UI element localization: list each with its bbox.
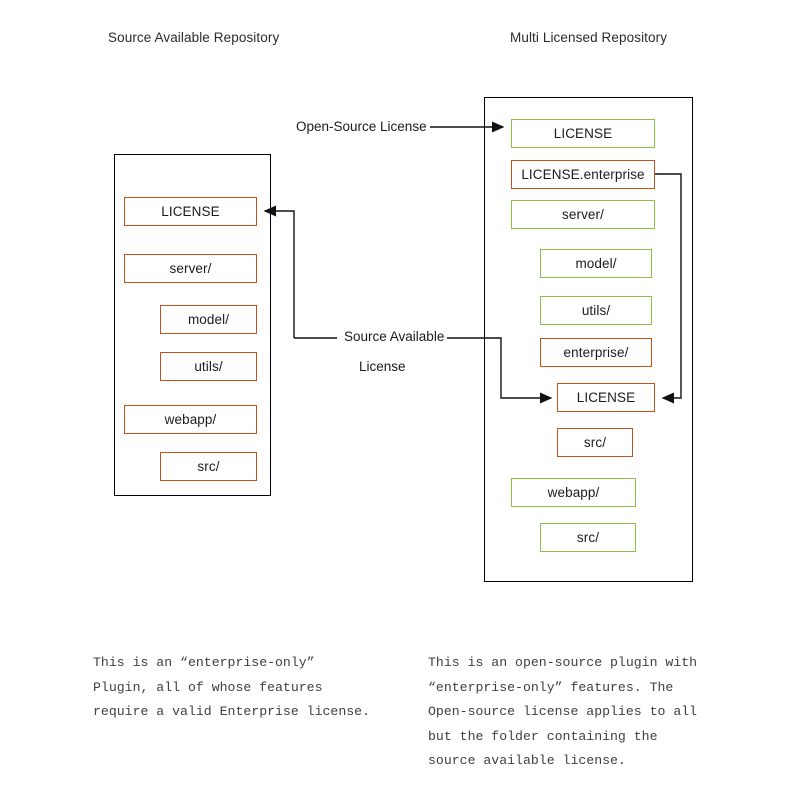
left-node-license[interactable]: LICENSE xyxy=(124,197,257,226)
left-node-src[interactable]: src/ xyxy=(160,452,257,481)
right-note: This is an open-source plugin with “ente… xyxy=(428,655,698,768)
left-note: This is an “enterprise-only” Plugin, all… xyxy=(93,655,370,719)
left-node-model[interactable]: model/ xyxy=(160,305,257,334)
left-node-server[interactable]: server/ xyxy=(124,254,257,283)
right-node-enterprise-license[interactable]: LICENSE xyxy=(557,383,655,412)
left-repo-title: Source Available Repository xyxy=(108,30,280,45)
edge-label-open-source-license: Open-Source License xyxy=(293,119,430,134)
right-node-webapp-src[interactable]: src/ xyxy=(540,523,636,552)
right-node-license-enterprise[interactable]: LICENSE.enterprise xyxy=(511,160,655,189)
right-node-enterprise-src[interactable]: src/ xyxy=(557,428,633,457)
edge-label-source-available-line2: License xyxy=(356,359,409,374)
edge-label-source-available-line1: Source Available xyxy=(341,329,448,344)
right-repo-title: Multi Licensed Repository xyxy=(510,30,668,45)
right-node-model[interactable]: model/ xyxy=(540,249,652,278)
right-node-webapp[interactable]: webapp/ xyxy=(511,478,636,507)
right-node-enterprise[interactable]: enterprise/ xyxy=(540,338,652,367)
left-node-utils[interactable]: utils/ xyxy=(160,352,257,381)
right-node-license[interactable]: LICENSE xyxy=(511,119,655,148)
right-node-server[interactable]: server/ xyxy=(511,200,655,229)
left-node-webapp[interactable]: webapp/ xyxy=(124,405,257,434)
right-node-utils[interactable]: utils/ xyxy=(540,296,652,325)
